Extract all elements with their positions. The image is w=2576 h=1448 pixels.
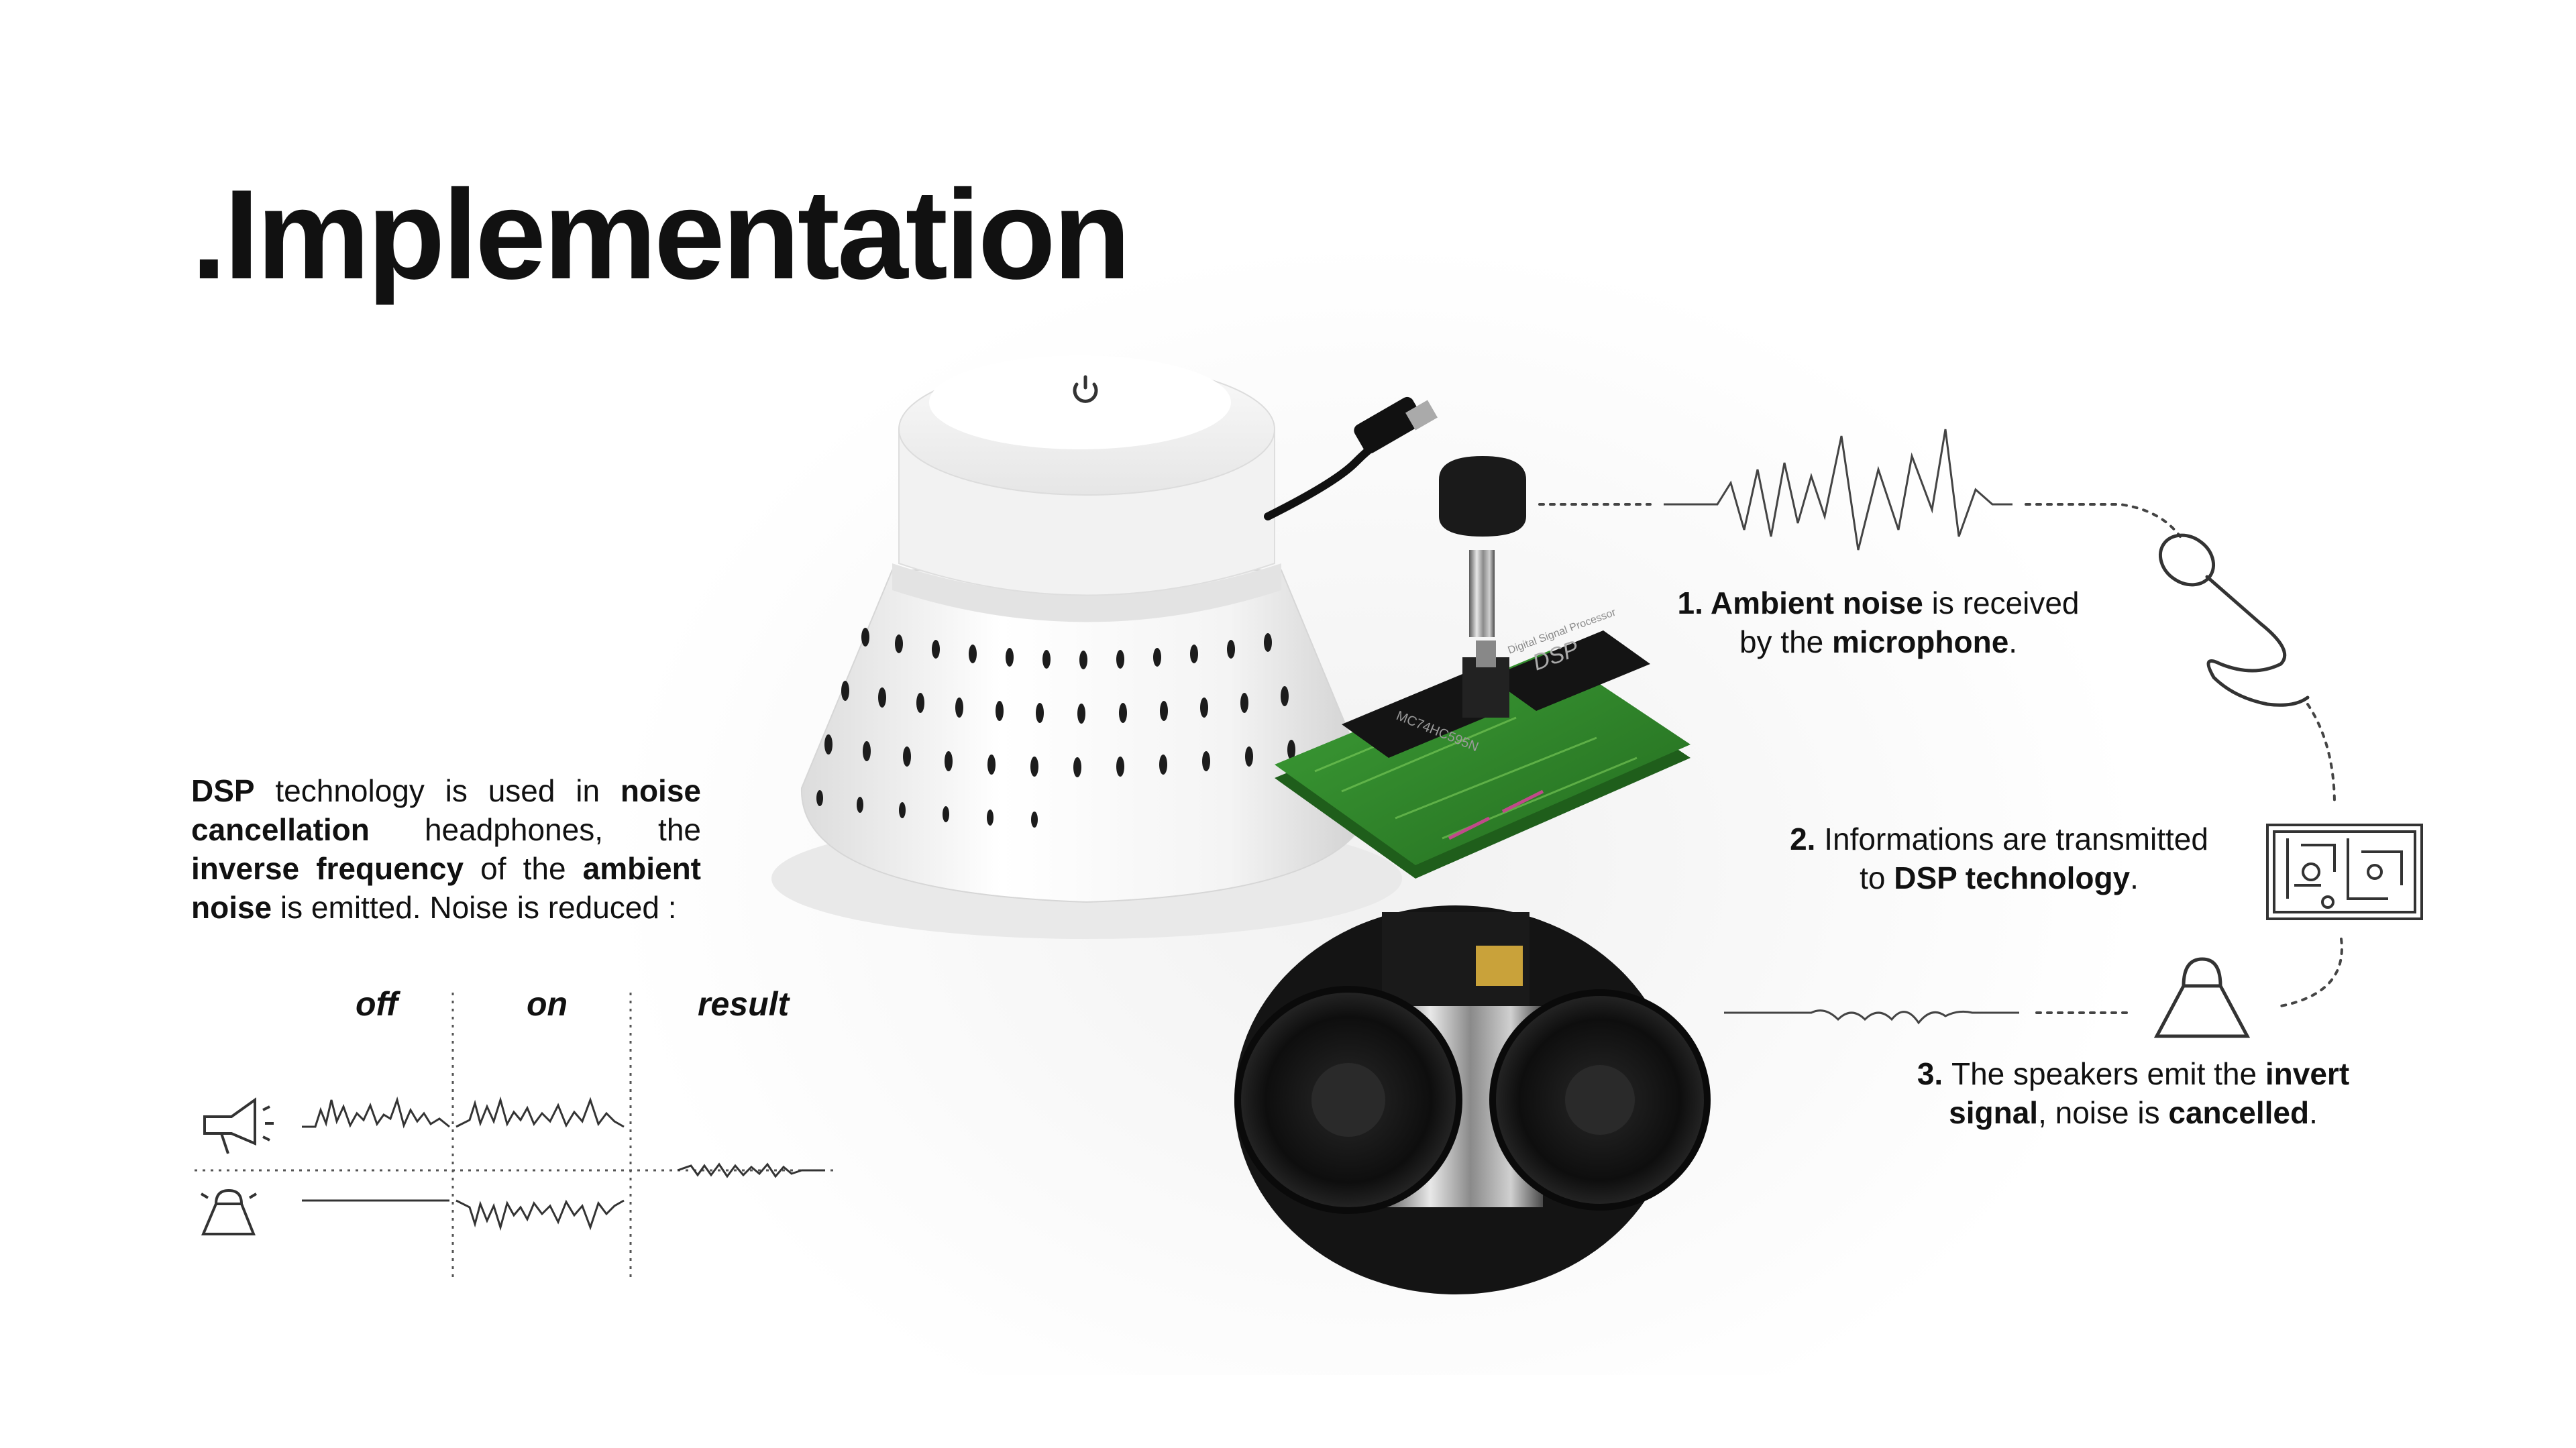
microphone-foam [1439, 456, 1526, 537]
noise-chart [195, 993, 839, 1278]
speaker-small-icon [200, 1188, 258, 1235]
pcb-surface [1275, 651, 1690, 865]
power-icon[interactable] [1073, 375, 1098, 403]
ambient-wave [1664, 429, 2012, 551]
dsp-chip [1489, 630, 1650, 711]
step-1-text-run: is received [1923, 586, 2080, 620]
mic-to-board-dots [2306, 703, 2336, 806]
page-title: .Implementation [191, 164, 1131, 306]
regulator-tab [1476, 641, 1496, 667]
step-1-text-run: . [2008, 624, 2018, 659]
column-label-off: off [356, 985, 398, 1023]
housing-top-cap [929, 355, 1231, 449]
step-1-text-line: by the microphone. [1637, 622, 2120, 661]
noise-wave-on [455, 1096, 625, 1128]
intro-paragraph-run: inverse frequency [191, 851, 464, 886]
intro-paragraph-run: DSP [191, 773, 255, 808]
wave-to-mic-dots [2025, 503, 2182, 538]
column-label-result: result [698, 985, 790, 1023]
pcb-board: MC74HC595N DSP Digital Signal Processor [1275, 606, 1690, 879]
housing-perforations [816, 628, 1295, 828]
step-3-text-run: . [2309, 1095, 2318, 1130]
intro-paragraph-run: technology is used in [254, 773, 621, 808]
step-2-text-run: . [2130, 860, 2139, 895]
step-3-text-line: 3. The speakers emit the invert [1878, 1054, 2388, 1093]
step-1-text-run: Ambient noise [1710, 586, 1923, 620]
step-3-text-run: invert [2265, 1056, 2350, 1091]
intro-paragraph-run: noise cancellation [191, 773, 701, 847]
step-3-text-line: signal, noise is cancelled. [1878, 1093, 2388, 1132]
step-3-text-run: signal [1949, 1095, 2039, 1130]
step-3-text-run: 3. [1917, 1056, 1951, 1091]
signal-flow [1538, 429, 2343, 1025]
board-to-speaker-dots [2279, 938, 2343, 1007]
intro-paragraph-run: is emitted. Noise is reduced : [272, 890, 677, 925]
driver-left-cap [1311, 1063, 1385, 1137]
column-label-on: on [527, 985, 568, 1023]
step-1-text-run: by the [1739, 624, 1833, 659]
step-3-text-run: cancelled [2168, 1095, 2310, 1130]
housing-ring [892, 563, 1281, 622]
step-1-text-run: microphone [1832, 624, 2009, 659]
intro-paragraph: DSP technology is used in noise cancella… [191, 771, 701, 927]
step-1-text-line: 1. Ambient noise is received [1637, 583, 2120, 622]
step-2-text-run: Informations are transmitted [1824, 822, 2208, 856]
driver-right-cap [1565, 1065, 1635, 1135]
speaker-icon [2153, 957, 2251, 1038]
circuit-board-icon [2266, 824, 2423, 920]
step-2-text-run: to [1860, 860, 1894, 895]
step-3-text-run: The speakers emit the [1951, 1056, 2265, 1091]
step-3-text-run: , noise is [2038, 1095, 2169, 1130]
intro-paragraph-run: of the [464, 851, 583, 886]
result-wave [677, 1162, 825, 1178]
speaker-wave-on [455, 1199, 625, 1231]
step-2-text-line: to DSP technology. [1758, 858, 2241, 897]
intro-paragraph-run: ambient noise [191, 851, 701, 925]
microphone-post [1469, 550, 1495, 637]
step-2-text-run: 2. [1790, 822, 1825, 856]
noise-wave-off [302, 1096, 450, 1129]
step-2-text-run: DSP technology [1894, 860, 2131, 895]
megaphone-icon [203, 1097, 274, 1154]
speaker-housing [771, 355, 1402, 939]
connector-gold [1476, 946, 1523, 986]
step-1-text-run: 1. [1677, 586, 1711, 620]
usb-cable-icon [1264, 396, 1438, 520]
microphone-icon [2158, 533, 2310, 707]
speaker-assembly [1234, 905, 1711, 1294]
intro-paragraph-run: headphones, the [369, 812, 701, 847]
step-2-text-line: 2. Informations are transmitted [1758, 820, 2241, 858]
microphone-part [1439, 456, 1526, 637]
inverted-wave [1724, 1009, 2019, 1025]
